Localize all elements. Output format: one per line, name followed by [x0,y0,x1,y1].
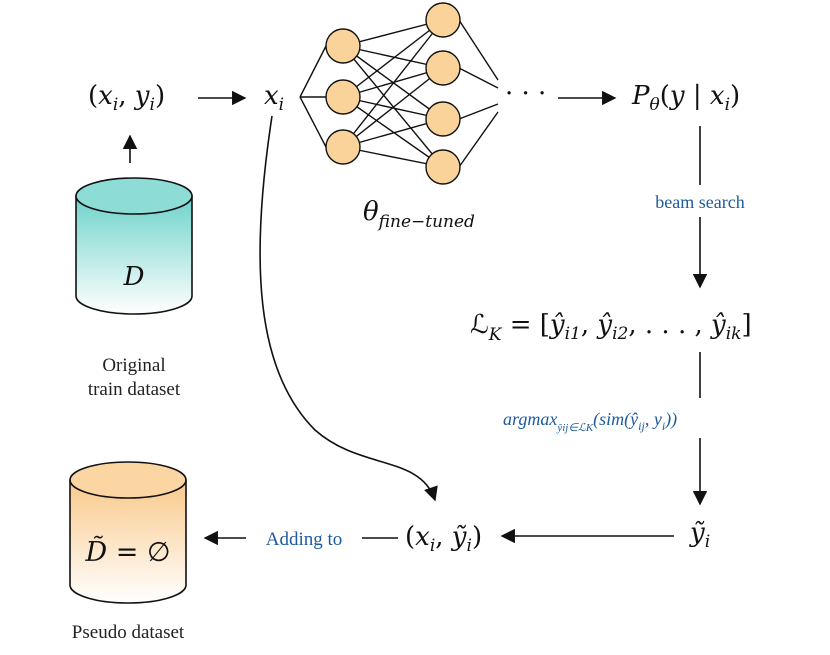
pseudo-pair-node: (xi, ỹi) [405,522,482,556]
nn-connection-2-1 [342,67,444,148]
beam-list-node: ℒK = [ŷi1, ŷi2, . . . , ŷik] [470,310,752,345]
y-tilde-node: ỹi [689,518,710,552]
ellipsis: · · · [505,79,546,109]
edge-label-argmax: argmaxŷij∈ℒK(sim(ŷij, yi)) [503,409,677,434]
theta-label: θfine−tuned [363,197,475,232]
svg-text:ℒK = [ŷi1, ŷi2, . . . , ŷik]: ℒK = [ŷi1, ŷi2, . . . , ŷik] [470,310,752,345]
dataset-symbol-d: D [123,262,145,292]
nn-connection-1-0 [342,19,444,98]
x-node: xi [264,81,284,115]
dataset-symbol-d-tilde: D̃ = ∅ [85,535,171,568]
svg-text:argmaxŷij∈ℒK(sim(ŷij, yi)): argmaxŷij∈ℒK(sim(ŷij, yi)) [503,409,677,434]
edge-label-adding-to: Adding to [266,529,343,550]
nn-neuron-5 [425,101,461,137]
nn-neuron-3 [425,2,461,38]
nn-neuron-0 [325,28,361,64]
nn-connection-0-3 [342,45,444,168]
original-caption-line2: train dataset [88,379,181,400]
curve-x-to-pseudo-pair [259,115,438,502]
original-dataset-cylinder: D [75,177,193,315]
edge-label-beam-search: beam search [655,192,744,212]
nn-neuron-6 [425,149,461,185]
prob-node: Pθ(y | xi) [631,81,740,115]
svg-text:xi: xi [264,81,284,115]
pseudo-caption: Pseudo dataset [72,622,185,643]
nn-connection-2-0 [342,19,444,148]
svg-text:θfine−tuned: θfine−tuned [363,197,475,232]
nn-neuron-4 [425,50,461,86]
nn-neuron-2 [325,129,361,165]
svg-text:Pθ(y | xi): Pθ(y | xi) [631,81,740,115]
svg-text:(xi, ỹi): (xi, ỹi) [405,522,482,556]
svg-text:ỹi: ỹi [689,518,710,552]
nn-neuron-1 [325,79,361,115]
pair-node: (xi, yi) [88,81,165,115]
pseudo-dataset-cylinder: D̃ = ∅ [69,461,187,604]
neural-network [299,2,499,185]
original-caption-line1: Original [102,355,165,376]
nn-connection-1-3 [342,96,444,168]
svg-text:(xi, yi): (xi, yi) [88,81,165,115]
